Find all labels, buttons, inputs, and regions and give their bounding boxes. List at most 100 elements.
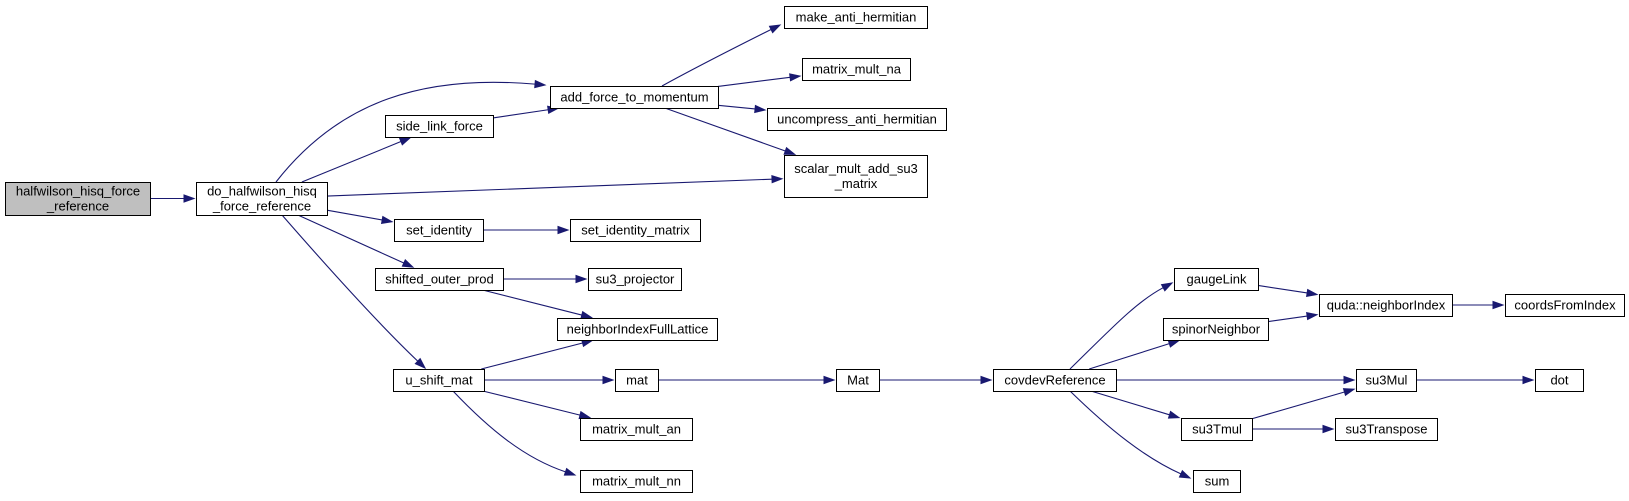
- node-label: sum: [1205, 474, 1230, 489]
- edge-line: [481, 342, 583, 370]
- arrowhead: [771, 174, 784, 184]
- node-quda-neighbor[interactable]: quda::neighborIndex: [1319, 294, 1453, 317]
- node-spinorneighbor[interactable]: spinorNeighbor: [1163, 318, 1269, 341]
- arrowhead: [414, 357, 427, 370]
- node-coordsfromindex[interactable]: coordsFromIndex: [1505, 294, 1625, 317]
- edge-line: [452, 390, 566, 473]
- edge-set_identity-to-set_identity_matrix: [482, 225, 570, 235]
- node-covdev[interactable]: covdevReference: [993, 369, 1117, 392]
- node-neighborindexfull[interactable]: neighborIndexFullLattice: [557, 318, 718, 341]
- node-mat[interactable]: Mat: [836, 369, 880, 392]
- node-label: gaugeLink: [1187, 272, 1247, 287]
- node-halfwilson[interactable]: halfwilson_hisq_force_reference: [5, 182, 151, 216]
- edge-add_force-to-uncompress: [717, 104, 767, 114]
- edge-Mat-to-covdev: [878, 375, 993, 385]
- arrowhead: [1178, 469, 1192, 479]
- arrowhead: [578, 410, 592, 420]
- arrowhead: [380, 215, 394, 225]
- node-shifted-outer[interactable]: shifted_outer_prod: [375, 268, 504, 291]
- arrowhead: [1343, 375, 1356, 385]
- node-sum[interactable]: sum: [1193, 470, 1241, 493]
- edge-u_shift_mat-to-matrix_mult_nn: [452, 390, 577, 476]
- node-label: neighborIndexFullLattice: [567, 322, 709, 337]
- edge-quda_neighbor-to-coordsFromIndex: [1452, 300, 1505, 310]
- node-box: [588, 268, 682, 291]
- arrowhead: [575, 274, 588, 284]
- arrowhead: [1167, 339, 1181, 348]
- node-label: _matrix: [834, 176, 878, 191]
- node-dot[interactable]: dot: [1535, 369, 1584, 392]
- node-make-anti[interactable]: make_anti_hermitian: [784, 6, 928, 29]
- node-label: dot: [1550, 373, 1568, 388]
- node-box: [557, 318, 718, 341]
- node-box: [5, 182, 151, 216]
- node-label: u_shift_mat: [405, 373, 473, 388]
- edge-covdev-to-su3Tmul: [1090, 390, 1181, 419]
- edge-covdev-to-sum: [1069, 390, 1192, 479]
- node-su3-projector[interactable]: su3_projector: [588, 268, 682, 291]
- node-u-shift-mat[interactable]: u_shift_mat: [393, 369, 485, 392]
- edge-line: [1257, 284, 1308, 294]
- node-su3tmul[interactable]: su3Tmul: [1181, 418, 1253, 441]
- node-side-link[interactable]: side_link_force: [385, 115, 494, 138]
- node-label: su3_projector: [596, 272, 675, 287]
- node-label: add_force_to_momentum: [560, 90, 708, 105]
- edge-do_halfwilson-to-add_force: [275, 79, 547, 183]
- node-set-identity[interactable]: set_identity: [394, 219, 484, 242]
- node-label: su3Tmul: [1192, 422, 1242, 437]
- edge-u_shift_mat-to-neighborIndexFull: [481, 339, 594, 370]
- edge-side_link-to-add_force: [492, 105, 560, 119]
- node-set-identity-matrix[interactable]: set_identity_matrix: [570, 219, 701, 242]
- node-box: [1181, 418, 1253, 441]
- edge-line: [1251, 391, 1345, 420]
- edge-do_halfwilson-to-side_link: [301, 137, 412, 183]
- arrowhead: [783, 146, 797, 155]
- node-box: [393, 369, 485, 392]
- arrowhead: [398, 137, 412, 146]
- arrowhead: [980, 375, 993, 385]
- node-box: [802, 58, 911, 81]
- node-matrix-mult-nn[interactable]: matrix_mult_nn: [580, 470, 693, 493]
- edge-do_halfwilson-to-u_shift_mat: [281, 214, 427, 370]
- edge-line: [326, 209, 383, 221]
- node-box: [570, 219, 701, 242]
- node-box: [580, 418, 693, 441]
- edge-line: [717, 76, 791, 87]
- arrowhead: [602, 375, 615, 385]
- node-su3transpose[interactable]: su3Transpose: [1335, 418, 1438, 441]
- edge-line: [281, 214, 419, 362]
- edge-covdev-to-gaugeLink: [1069, 282, 1174, 370]
- edge-add_force-to-scalar_mult: [664, 107, 797, 155]
- edge-line: [664, 107, 786, 152]
- node-label: covdevReference: [1004, 373, 1105, 388]
- node-matrix-mult-an[interactable]: matrix_mult_an: [580, 418, 693, 441]
- node-label: spinorNeighbor: [1172, 322, 1261, 337]
- edge-line: [482, 390, 581, 416]
- node-label: su3Mul: [1366, 373, 1408, 388]
- edge-line: [492, 109, 549, 119]
- edge-line: [482, 289, 582, 316]
- node-label: quda::neighborIndex: [1327, 298, 1446, 313]
- arrowhead: [1342, 388, 1356, 397]
- edge-shifted_outer-to-su3_projector: [503, 274, 588, 284]
- node-label: do_halfwilson_hisq: [207, 184, 317, 199]
- edge-line: [1090, 390, 1170, 416]
- node-box: [767, 108, 947, 131]
- node-mat[interactable]: mat: [615, 369, 659, 392]
- node-scalar-mult[interactable]: scalar_mult_add_su3_matrix: [784, 155, 928, 198]
- node-box: [550, 86, 719, 109]
- node-box: [993, 369, 1117, 392]
- node-box: [1335, 418, 1438, 441]
- node-label: Mat: [847, 373, 869, 388]
- node-add-force[interactable]: add_force_to_momentum: [550, 86, 719, 109]
- node-uncompress[interactable]: uncompress_anti_hermitian: [767, 108, 947, 131]
- node-do-halfwilson[interactable]: do_halfwilson_hisq_force_reference: [196, 182, 328, 216]
- edge-su3Tmul-to-su3Mul: [1251, 388, 1356, 420]
- node-matrix-mult-na[interactable]: matrix_mult_na: [802, 58, 911, 81]
- edge-add_force-to-matrix_mult_na: [717, 73, 802, 87]
- arrowhead: [1167, 410, 1181, 419]
- node-su3mul[interactable]: su3Mul: [1356, 369, 1417, 392]
- arrowhead: [1160, 282, 1174, 292]
- node-gaugelink[interactable]: gaugeLink: [1174, 268, 1259, 291]
